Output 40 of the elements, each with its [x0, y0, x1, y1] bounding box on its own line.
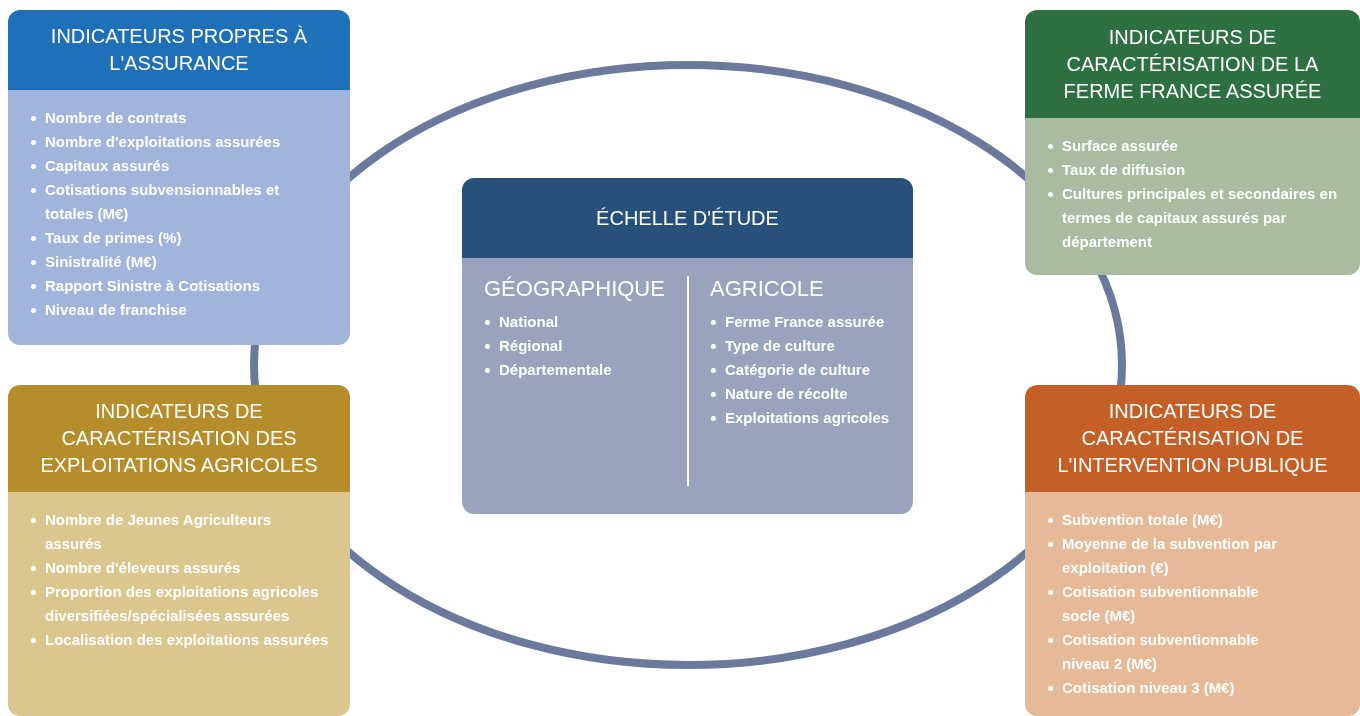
bullet-item: Catégorie de culture — [725, 361, 871, 378]
bullet-item: Cotisation subventionnable socle (M€) — [1062, 583, 1259, 624]
indicator-card — [8, 385, 350, 716]
bullet-item: Taux de diffusion — [1062, 161, 1186, 178]
bullet-item: Cotisations subvensionnables et totales (M€) — [45, 181, 280, 222]
bullet-item: Départementale — [499, 361, 612, 378]
bullet-item: Nature de récolte — [725, 385, 848, 402]
bullet-item: Sinistralité (M€) — [45, 253, 157, 270]
bullet-item: Taux de primes (%) — [45, 229, 182, 246]
bullet-item: Moyenne de la subvention par exploitation (€) — [1062, 535, 1278, 576]
card-header: ÉCHELLE D'ÉTUDE — [462, 178, 913, 258]
indicator-card — [1025, 10, 1360, 275]
bullet-item: Nombre d'éleveurs assurés — [45, 559, 241, 576]
column-heading: GÉOGRAPHIQUE — [484, 276, 665, 302]
bullet-item: Cultures principales et secondaires en termes de capitaux assurés par département — [1062, 185, 1338, 250]
bullet-item: National — [499, 313, 559, 330]
bullet-item: Nombre d'exploitations assurées — [45, 133, 281, 150]
column-heading: AGRICOLE — [710, 276, 824, 302]
bullet-item: Nombre de contrats — [45, 109, 187, 126]
bullet-item: Subvention totale (M€) — [1062, 511, 1223, 528]
bullet-item: Exploitations agricoles — [725, 409, 890, 426]
bullet-item: Cotisation subventionnable niveau 2 (M€) — [1062, 631, 1259, 672]
bullet-item: Niveau de franchise — [45, 301, 187, 318]
bullet-item: Surface assurée — [1062, 137, 1178, 154]
card-header: INDICATEURS DE CARACTÉRISATION DE LA FERME FRANCE ASSURÉE — [1025, 10, 1360, 118]
indicator-card — [8, 10, 350, 345]
bullet-item: Ferme France assurée — [725, 313, 885, 330]
bullet-item: Cotisation niveau 3 (M€) — [1062, 679, 1235, 696]
bullet-item: Rapport Sinistre à Cotisations — [45, 277, 261, 294]
indicator-card — [462, 178, 913, 514]
bullet-item: Capitaux assurés — [45, 157, 170, 174]
card-header: INDICATEURS DE CARACTÉRISATION DES EXPLOITATIONS AGRICOLES — [8, 385, 350, 492]
bullet-item: Nombre de Jeunes Agriculteurs assurés — [45, 511, 272, 552]
bullet-item: Régional — [499, 337, 563, 354]
card-header: INDICATEURS DE CARACTÉRISATION DE L'INTERVENTION PUBLIQUE — [1025, 385, 1360, 492]
card-header: INDICATEURS PROPRES À L'ASSURANCE — [8, 10, 350, 90]
bullet-item: Localisation des exploitations assurées — [45, 631, 329, 648]
bullet-item: Proportion des exploitations agricoles diversifiées/spécialisées assurées — [45, 583, 319, 624]
indicator-card — [1025, 385, 1360, 716]
bullet-item: Type de culture — [725, 337, 835, 354]
